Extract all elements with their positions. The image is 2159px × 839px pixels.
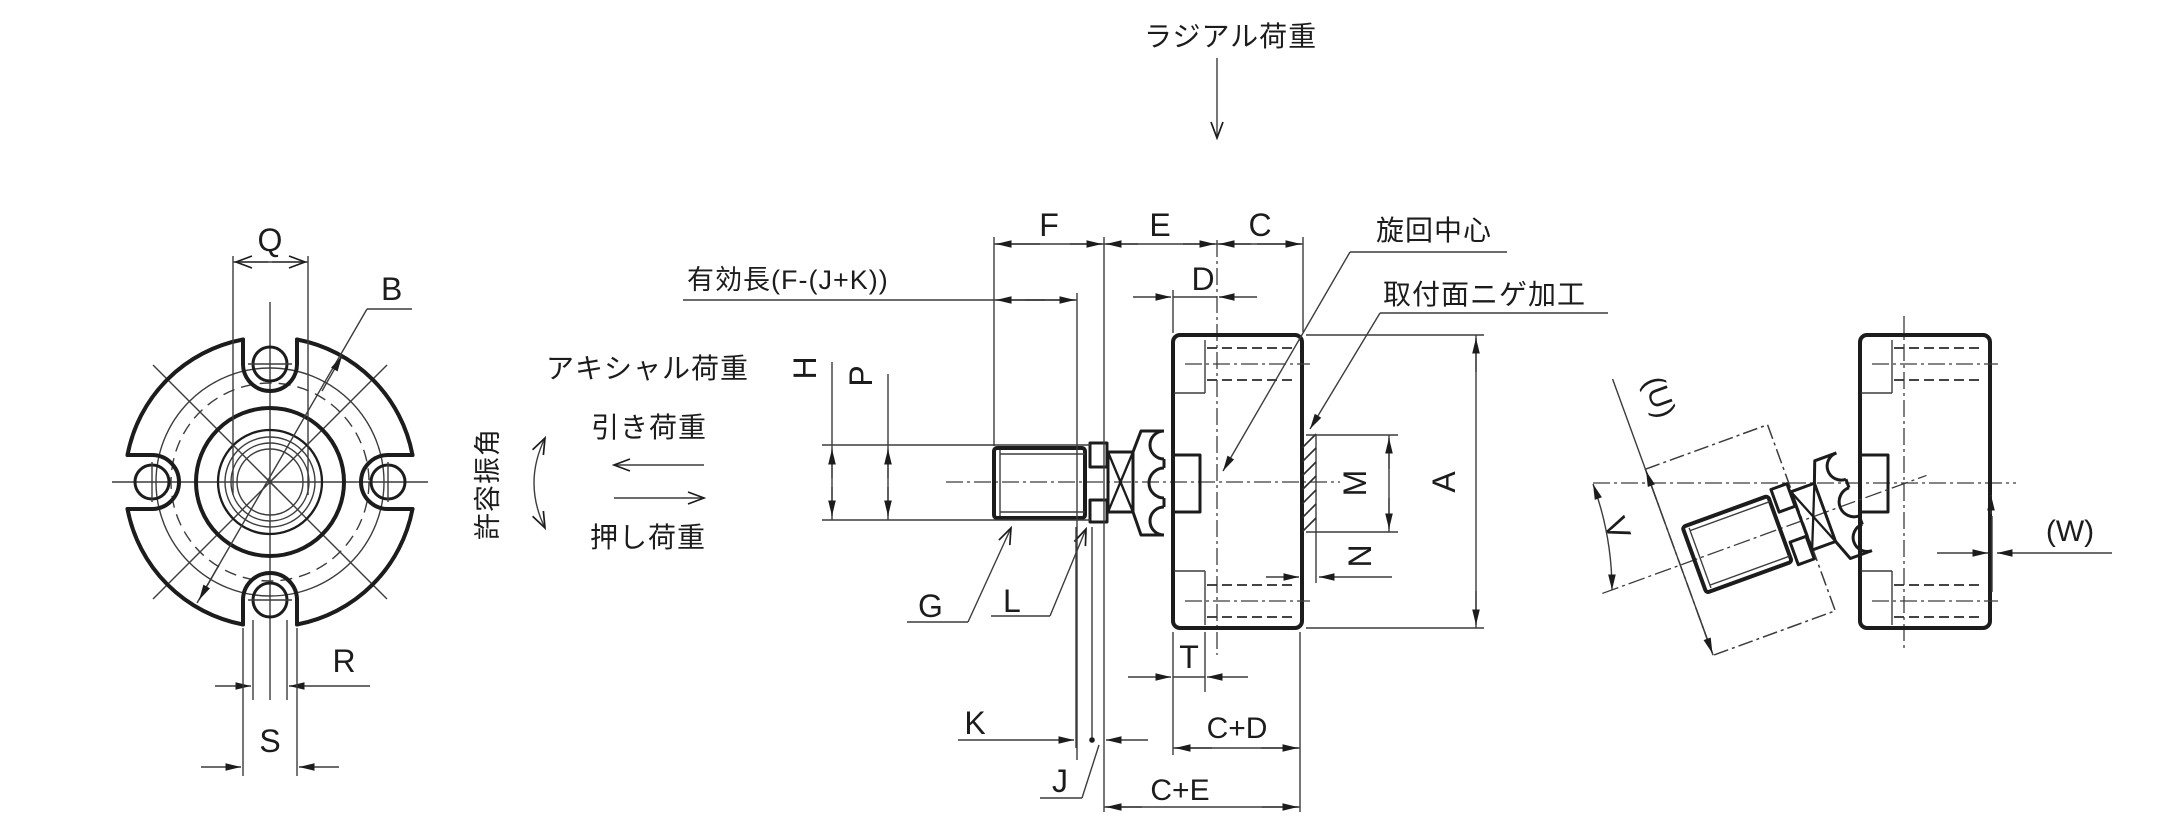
dim-b: B bbox=[196, 271, 412, 604]
tilted-interior-top bbox=[1861, 340, 1998, 394]
thread-circle-1 bbox=[224, 436, 316, 528]
thread-circle-2 bbox=[230, 442, 310, 522]
dim-effective-length: 有効長(F-(J+K)) bbox=[683, 265, 1078, 760]
dim-label-r: R bbox=[332, 643, 355, 679]
bore-circle bbox=[216, 428, 324, 536]
dim-label-d: D bbox=[1191, 261, 1214, 297]
swing-angle-arc-arrow bbox=[534, 438, 545, 528]
dim-c-plus-d: C+D bbox=[1173, 632, 1301, 812]
slot-bottom bbox=[241, 571, 299, 627]
flange-outer-arc-1 bbox=[295, 337, 415, 457]
swivel-center-label: 旋回中心 bbox=[1376, 215, 1492, 246]
push-load-label: 押し荷重 bbox=[590, 522, 706, 553]
dim-u: (U) bbox=[1611, 372, 1714, 656]
spotface-circle bbox=[155, 367, 385, 597]
tilted-screw-axis bbox=[1602, 474, 1927, 595]
flange-outer-arc-4 bbox=[125, 337, 245, 457]
tilted-view: (U) V (W) bbox=[1592, 316, 2112, 657]
side-view: F E C D 有効長(F-(J+K)) bbox=[683, 207, 1608, 812]
dim-label-k: K bbox=[964, 705, 985, 741]
allowable-swing-angle-label: 許容振角 bbox=[473, 428, 503, 540]
dim-label-q: Q bbox=[258, 222, 283, 258]
dim-label-h: H bbox=[787, 356, 823, 379]
dim-d: D bbox=[1133, 261, 1257, 333]
dim-label-u: (U) bbox=[1636, 372, 1681, 422]
callout-swivel-center: 旋回中心 bbox=[1222, 215, 1507, 472]
slot-left bbox=[125, 453, 181, 511]
dim-gl: G L bbox=[907, 528, 1086, 624]
tilted-interior-bottom bbox=[1861, 570, 1998, 625]
radial-load-label: ラジアル荷重 bbox=[1144, 21, 1317, 52]
dim-label-c: C bbox=[1248, 207, 1271, 243]
tilted-housing-block bbox=[1858, 333, 1992, 630]
dim-q: Q bbox=[232, 222, 309, 495]
slot-top bbox=[241, 337, 299, 393]
callout-mounting-relief: 取付面ニゲ加工 bbox=[1309, 279, 1608, 430]
thread-circle-3 bbox=[236, 448, 304, 516]
bolt-circle-dashed bbox=[170, 382, 370, 582]
dim-label-s: S bbox=[259, 723, 280, 759]
ball-neck-profile bbox=[1131, 429, 1166, 537]
dim-label-w: (W) bbox=[2046, 515, 2094, 548]
dim-label-b: B bbox=[381, 271, 402, 307]
flange-outer-arc-2 bbox=[295, 507, 415, 627]
mounting-relief-hatch bbox=[1301, 433, 1317, 583]
dim-label-f: F bbox=[1039, 207, 1059, 243]
dim-n: N bbox=[1266, 544, 1392, 581]
dim-kj: K J bbox=[958, 527, 1148, 799]
pull-load-label: 引き荷重 bbox=[591, 412, 707, 443]
mounting-relief-label: 取付面ニゲ加工 bbox=[1383, 279, 1586, 310]
dim-label-l: L bbox=[1003, 583, 1021, 619]
dim-c-plus-e: C+E bbox=[1104, 774, 1300, 811]
dim-a: A bbox=[1306, 334, 1484, 629]
nut-section-box bbox=[1106, 450, 1135, 514]
housing-interior-top bbox=[1174, 340, 1310, 394]
dim-m: M bbox=[1306, 434, 1398, 533]
dim-hp: H P bbox=[787, 356, 1090, 521]
dim-label-p: P bbox=[843, 365, 879, 386]
slot-right bbox=[359, 453, 415, 511]
dim-label-g: G bbox=[918, 588, 943, 624]
housing-interior-bottom bbox=[1174, 570, 1310, 625]
dim-label-m: M bbox=[1337, 470, 1373, 497]
dim-label-j: J bbox=[1052, 763, 1068, 799]
housing-block bbox=[1171, 333, 1304, 630]
ball-pocket bbox=[1173, 453, 1202, 514]
tilted-ball-pocket bbox=[1860, 453, 1890, 514]
load-annotations: ラジアル荷重 アキシャル荷重 引き荷重 押し荷重 許容振角 bbox=[473, 21, 1317, 553]
dim-label-n: N bbox=[1342, 544, 1378, 567]
flange-outer-arc-3 bbox=[125, 507, 245, 627]
dim-r: R bbox=[215, 620, 370, 700]
effective-length-label: 有効長(F-(J+K)) bbox=[687, 265, 889, 295]
dim-label-a: A bbox=[1426, 471, 1462, 493]
dim-label-c-plus-e: C+E bbox=[1150, 774, 1209, 807]
dim-t: T bbox=[1128, 632, 1248, 755]
dim-s: S bbox=[201, 628, 339, 776]
dim-label-e: E bbox=[1149, 207, 1170, 243]
center-mark-2 bbox=[262, 474, 278, 490]
front-view: Q B R S bbox=[112, 222, 428, 776]
axial-load-label: アキシャル荷重 bbox=[546, 353, 749, 384]
dim-fec: F E C bbox=[993, 207, 1304, 812]
screw-stud bbox=[992, 446, 1087, 520]
dim-label-t: T bbox=[1179, 639, 1199, 675]
dim-w: (W) bbox=[1937, 495, 2112, 592]
boss-circle bbox=[194, 406, 346, 558]
tilted-screw-assembly: (U) bbox=[1602, 372, 1927, 657]
dim-v: V bbox=[1592, 483, 1638, 591]
dim-label-c-plus-d: C+D bbox=[1207, 712, 1268, 745]
